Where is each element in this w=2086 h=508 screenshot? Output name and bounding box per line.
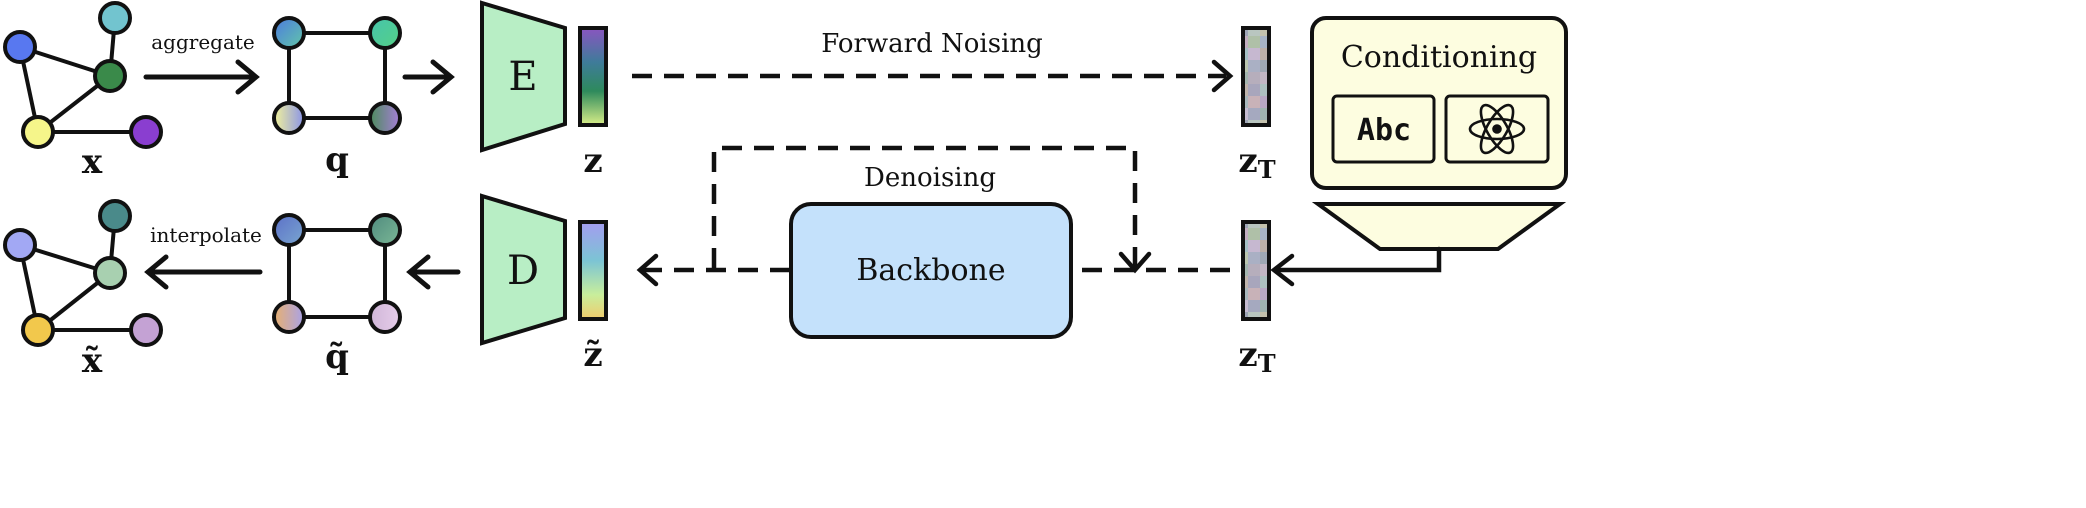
encoder-label: E <box>508 54 537 100</box>
label-zT-bottom: zT <box>1238 335 1275 378</box>
input-graph-x <box>3 1 163 149</box>
zT-sub: T <box>1258 155 1276 184</box>
label-zT-top: zT <box>1238 141 1275 184</box>
encode-arrow <box>402 59 455 95</box>
encoder-block <box>480 0 567 153</box>
quotient-graph-q-tilde <box>272 213 402 334</box>
graph-node <box>368 213 402 247</box>
noisy-latent-bottom <box>1241 220 1271 321</box>
graph-node <box>272 213 306 247</box>
noisy-latent-top <box>1241 26 1271 127</box>
graph-node <box>272 300 306 334</box>
forward-noising-label: Forward Noising <box>821 29 1043 59</box>
denoising-loop <box>711 145 1152 274</box>
decoder-block <box>480 193 567 346</box>
zT-base: z <box>1238 141 1257 181</box>
conditioning-arrow <box>1270 246 1442 287</box>
decoder-label: D <box>507 248 539 294</box>
conditioning-funnel <box>1311 202 1567 251</box>
graph-node <box>93 256 127 290</box>
graph-node <box>93 59 127 93</box>
graph-node <box>3 228 37 262</box>
graph-node <box>129 313 163 347</box>
zT-base: z <box>1238 335 1257 375</box>
latent-z-tilde <box>578 220 608 321</box>
graph-node <box>98 1 132 35</box>
graph-node <box>368 16 402 50</box>
decode-arrow <box>406 254 461 290</box>
output-graph-x-tilde <box>3 199 163 347</box>
interpolate-label: interpolate <box>150 223 262 247</box>
forward-noising-arrow <box>632 59 1234 93</box>
quotient-graph-q <box>272 16 402 135</box>
label-q: q <box>325 140 349 180</box>
text-condition-box <box>1331 94 1436 164</box>
graph-node <box>21 313 55 347</box>
label-x: x <box>82 142 103 182</box>
aggregate-label: aggregate <box>151 30 255 54</box>
graph-node <box>272 101 306 135</box>
conditioning-panel: Conditioning Abc <box>1310 16 1568 190</box>
label-z-tilde: z̃ <box>583 335 602 375</box>
backbone-block <box>789 202 1073 339</box>
text-condition-label: Abc <box>1357 113 1411 148</box>
graph-node <box>98 199 132 233</box>
denoising-label: Denoising <box>864 163 996 193</box>
label-q-tilde: q̃ <box>325 337 349 377</box>
graph-node <box>3 30 37 64</box>
denoise-path <box>636 253 1230 287</box>
latent-z <box>578 26 608 127</box>
label-x-tilde: x̃ <box>82 341 103 381</box>
backbone-label: Backbone <box>856 253 1005 288</box>
aggregate-arrow <box>143 59 260 95</box>
conditioning-label: Conditioning <box>1341 40 1537 75</box>
graph-node <box>272 16 306 50</box>
graph-node <box>368 101 402 135</box>
interpolate-arrow <box>144 254 263 290</box>
graph-node <box>129 115 163 149</box>
zT-sub: T <box>1258 349 1276 378</box>
label-z: z <box>583 141 602 181</box>
atom-icon <box>1468 103 1526 155</box>
graph-node <box>21 115 55 149</box>
graph-node <box>368 300 402 334</box>
